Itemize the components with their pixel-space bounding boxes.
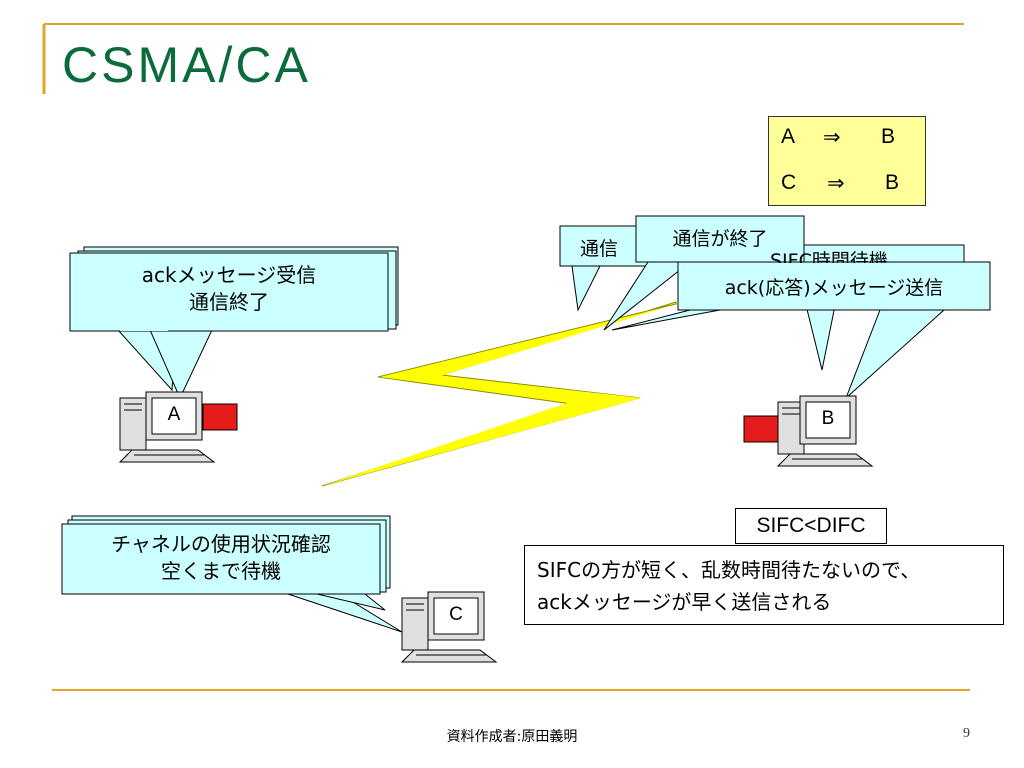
sifc-compare-box: SIFC<DIFC xyxy=(735,508,887,544)
callout-a-line1: ackメッセージ受信 xyxy=(141,263,317,287)
footer-author: 資料作成者:原田義明 xyxy=(446,729,578,745)
callout-c xyxy=(61,515,403,633)
legend-from: A xyxy=(781,125,796,148)
slide-title: CSMA/CA xyxy=(62,37,311,93)
lightning-bolt-fill xyxy=(322,306,670,486)
callout-sifs-wait: SIFC時間待機 xyxy=(770,250,888,263)
callout-c-line2: 空くまで待機 xyxy=(161,559,281,583)
explanation-line1: SIFCの方が短く、乱数時間待たないので、 xyxy=(537,558,921,582)
computer-b xyxy=(743,395,874,467)
computer-b-label: B xyxy=(821,408,835,429)
callout-c-line1: チャネルの使用状況確認 xyxy=(111,532,331,556)
computer-c xyxy=(400,591,498,663)
callout-comm-end: 通信が終了 xyxy=(672,228,768,250)
callout-ack-send: ack(応答)メッセージ送信 xyxy=(724,277,944,299)
computer-a-label: A xyxy=(167,404,181,425)
callout-c-text: チャネルの使用状況確認 空くまで待機 xyxy=(62,531,380,585)
legend-to: B xyxy=(885,171,900,194)
arrow-icon: ⇒ xyxy=(827,172,845,195)
legend-from: C xyxy=(781,171,797,194)
explanation-box: SIFCの方が短く、乱数時間待たないので、 ackメッセージが早く送信される xyxy=(524,545,1004,625)
computer-a xyxy=(118,391,238,463)
legend-row-c-to-b: C ⇒ B xyxy=(769,171,927,201)
transmission-legend: A ⇒ B C ⇒ B xyxy=(768,116,926,206)
callout-comm-partial: 通信 xyxy=(580,238,619,260)
legend-row-a-to-b: A ⇒ B xyxy=(769,125,927,155)
callout-communication xyxy=(559,215,991,399)
computer-c-label: C xyxy=(449,604,463,625)
callout-a-text: ackメッセージ受信 通信終了 xyxy=(70,262,388,316)
callout-a xyxy=(69,246,399,400)
arrow-icon: ⇒ xyxy=(823,126,841,149)
callout-a-line2: 通信終了 xyxy=(189,290,269,314)
legend-to: B xyxy=(881,125,896,148)
page-number: 9 xyxy=(963,726,970,741)
explanation-line2: ackメッセージが早く送信される xyxy=(537,590,832,614)
